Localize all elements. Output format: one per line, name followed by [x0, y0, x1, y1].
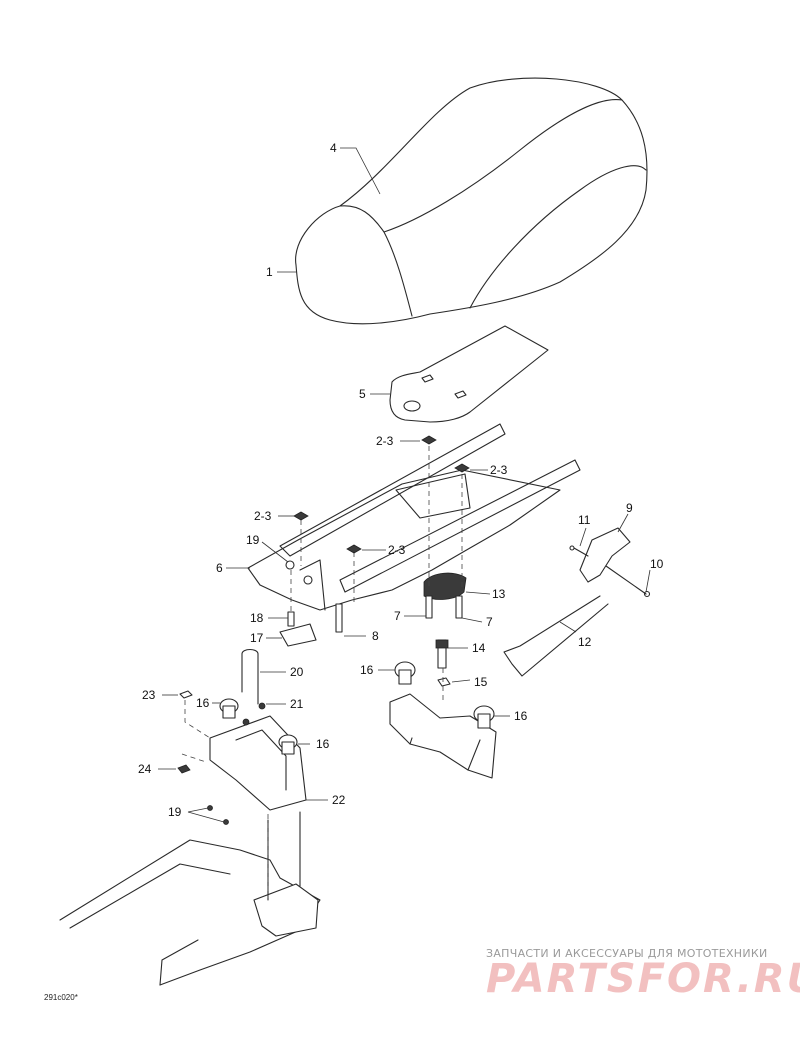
seat-frame: [247, 423, 581, 611]
assembly-lines: [181, 446, 463, 898]
callout-20: 20: [290, 665, 304, 679]
callout-6: 6: [216, 561, 223, 575]
callout-7: 7: [394, 609, 401, 623]
callout-5: 5: [359, 387, 366, 401]
callout-9: 9: [626, 501, 633, 515]
latch: [335, 572, 467, 687]
grommets: [285, 435, 470, 585]
leader-lines: [158, 147, 651, 823]
callout-2-3: 2-3: [376, 434, 394, 448]
callout-12: 12: [578, 635, 592, 649]
callout-17: 17: [250, 631, 264, 645]
right-bracket: [389, 661, 497, 779]
callout-18: 18: [250, 611, 264, 625]
callout-11: 11: [578, 513, 591, 527]
callout-16: 16: [360, 663, 374, 677]
callout-22: 22: [332, 793, 346, 807]
drawing-code: 291c020*: [44, 993, 78, 1002]
callout-labels: 4 1 5 2-3 2-3 2-3 2-3 19 6 18 17 8 7 7 1…: [138, 141, 664, 819]
callout-2-3: 2-3: [490, 463, 508, 477]
callout-7: 7: [486, 615, 493, 629]
seat: [295, 77, 648, 325]
watermark-brand: PARTSFOR.RU: [486, 956, 800, 1002]
callout-24: 24: [138, 762, 152, 776]
callout-19: 19: [246, 533, 260, 547]
watermark-tagline: ЗАПЧАСТИ И АКСЕССУАРЫ ДЛЯ МОТОТЕХНИКИ: [486, 947, 768, 960]
bracket-17: [279, 611, 317, 647]
hook-assembly: [503, 527, 651, 677]
watermark: ЗАПЧАСТИ И АКСЕССУАРЫ ДЛЯ МОТОТЕХНИКИ PA…: [486, 947, 800, 1002]
callout-1: 1: [266, 265, 273, 279]
callout-4: 4: [330, 141, 337, 155]
seat-pan: [389, 325, 549, 423]
callout-16: 16: [316, 737, 330, 751]
callout-15: 15: [474, 675, 488, 689]
callout-13: 13: [492, 587, 506, 601]
callout-14: 14: [472, 641, 486, 655]
callout-16: 16: [196, 696, 210, 710]
chassis: [59, 811, 321, 986]
callout-2-3: 2-3: [254, 509, 272, 523]
callout-2-3: 2-3: [388, 543, 406, 557]
callout-23: 23: [142, 688, 156, 702]
callout-8: 8: [372, 629, 379, 643]
callout-19: 19: [168, 805, 182, 819]
callout-10: 10: [650, 557, 664, 571]
left-bracket: [177, 648, 307, 825]
callout-21: 21: [290, 697, 304, 711]
callout-16: 16: [514, 709, 528, 723]
